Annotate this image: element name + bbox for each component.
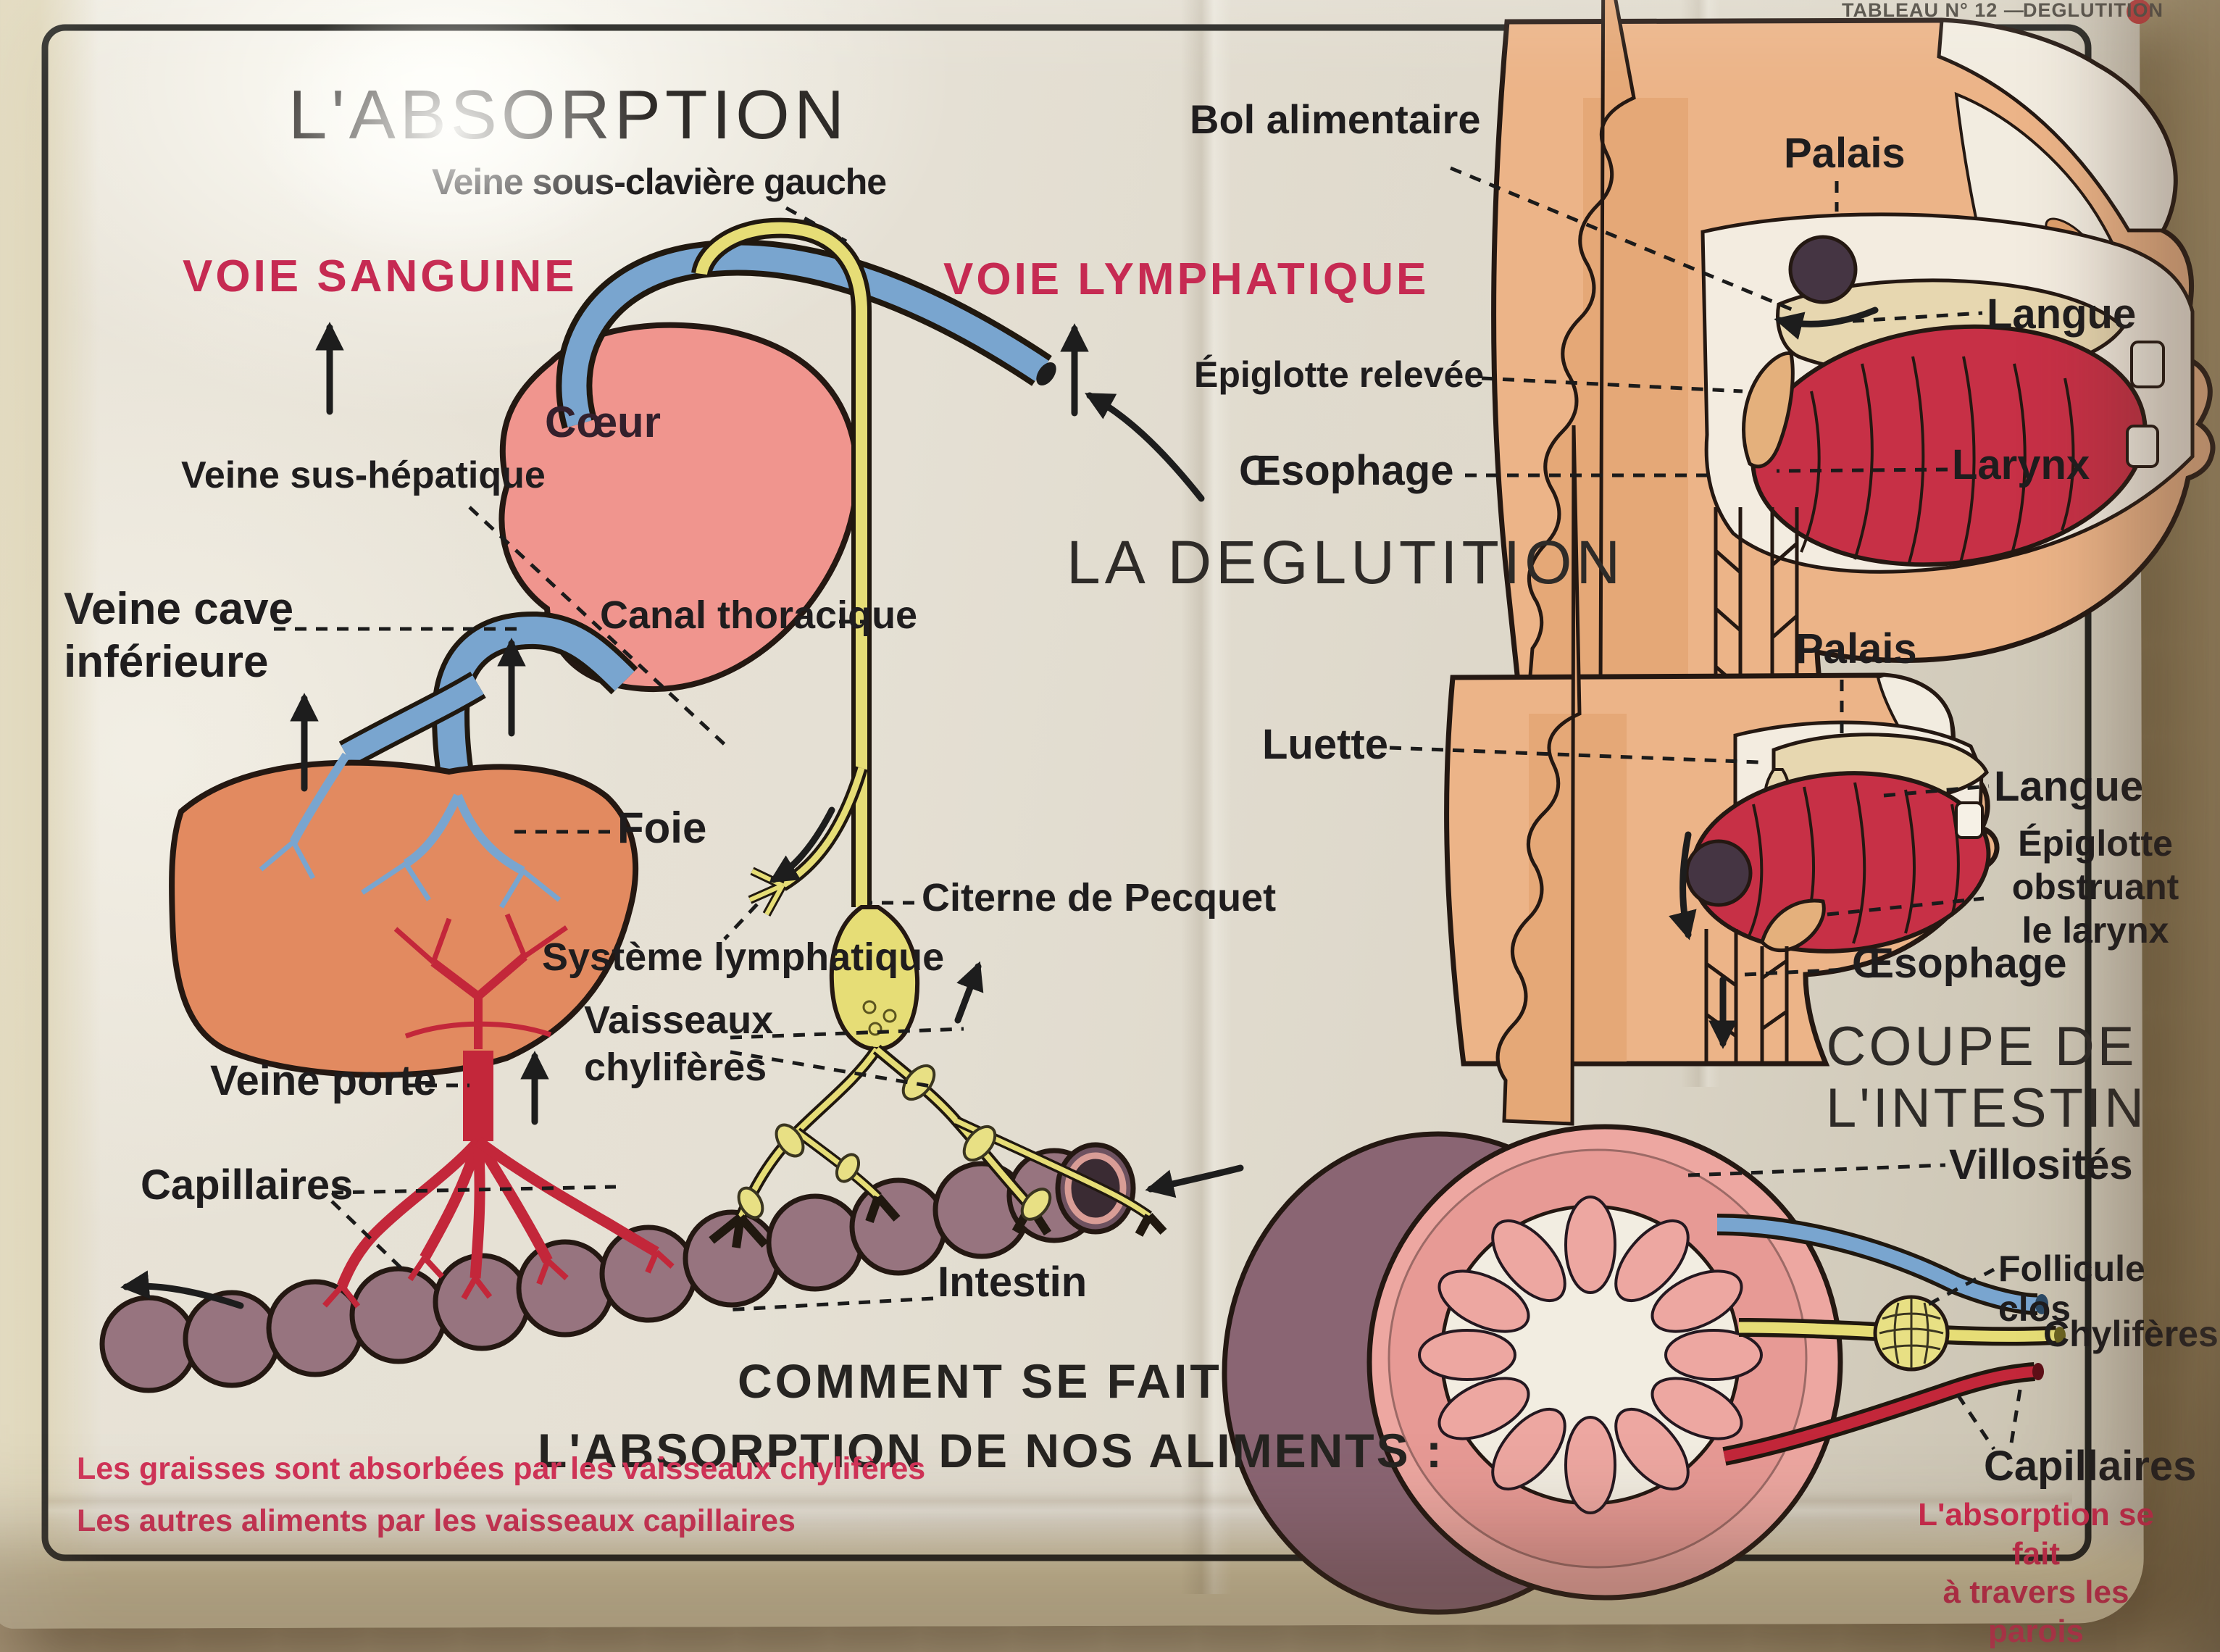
label-langue-2: Langue <box>1994 763 2144 810</box>
label-title-absorption: L'ABSORPTION <box>288 76 849 154</box>
tooth-2 <box>1955 801 1984 839</box>
label-voie-sanguine: VOIE SANGUINE <box>183 251 577 301</box>
label-larynx-1: Larynx <box>1952 441 2090 488</box>
label-red-left-1: Les graisses sont absorbées par les vais… <box>77 1451 926 1486</box>
head-1-cranium <box>1937 18 2177 233</box>
epiglottis-raised <box>1742 351 1795 469</box>
label-oesophage-2: Œsophage <box>1852 940 2067 987</box>
liver <box>169 752 639 1078</box>
label-veine-sous-claviere: Veine sous-clavière gauche <box>432 162 887 202</box>
label-veine-sus-hepatique: Veine sus-hépatique <box>181 454 546 496</box>
label-oesophage-1: Œsophage <box>1239 447 1454 494</box>
label-palais-1: Palais <box>1784 130 1906 177</box>
label-capillaires-right: Capillaires <box>1984 1443 2197 1490</box>
label-palais-2: Palais <box>1795 625 1917 672</box>
label-luette: Luette <box>1262 721 1388 768</box>
tooth-lower <box>2126 425 2159 468</box>
label-header-tableau: TABLEAU N° 12 — <box>1842 0 2024 21</box>
intestine-cross-section <box>1222 1124 2066 1615</box>
label-epiglotte-2: Épiglotte obstruant le larynx <box>2011 823 2179 951</box>
tooth-upper <box>2130 341 2165 388</box>
label-red-left-2: Les autres aliments par les vaisseaux ca… <box>77 1503 796 1538</box>
follicle-mesh <box>1879 1298 1944 1368</box>
label-foie: Foie <box>617 804 707 852</box>
intestine-tube <box>99 1142 1136 1393</box>
leader-lines <box>274 166 2022 1451</box>
label-capillaires-left: Capillaires <box>141 1161 354 1209</box>
label-bol-alimentaire: Bol alimentaire <box>1190 96 1481 142</box>
portal-vein-capillaries <box>322 1051 675 1309</box>
poster-frame <box>41 24 2092 1561</box>
label-systeme-lymphatique: Système lymphatique <box>542 935 945 979</box>
label-header-deglutition: DEGLUTITION <box>2023 0 2163 21</box>
label-la-deglutition: LA DEGLUTITION <box>1067 528 1625 596</box>
flow-arrows <box>120 306 1879 1309</box>
label-citerne: Citerne de Pecquet <box>922 876 1277 919</box>
label-red-right: L'absorption se fait à travers les paroi… <box>1918 1497 2154 1650</box>
food-bolus-2 <box>1685 839 1753 907</box>
label-follicule-clos: Follicule clos <box>1998 1248 2145 1329</box>
label-langue-1: Langue <box>1987 291 2137 338</box>
label-epiglotte-relevee: Épiglotte relevée <box>1194 354 1485 395</box>
label-comment-1: COMMENT SE FAIT <box>738 1354 1222 1408</box>
label-veine-porte: Veine porte <box>210 1057 437 1104</box>
label-coeur: Cœur <box>545 398 661 446</box>
epiglottis-lowered <box>1760 898 1826 953</box>
tongue-ridges-2 <box>1748 782 1960 944</box>
label-vaisseaux-chyliferes: Vaisseaux chylifères <box>584 998 774 1089</box>
label-villosites: Villosités <box>1949 1141 2133 1188</box>
villi-ring <box>1418 1196 1763 1514</box>
head-1-tongue <box>1750 324 2148 567</box>
label-chyliferes: Chylifères <box>2043 1314 2219 1354</box>
label-canal-thoracique: Canal thoracique <box>600 593 918 637</box>
absorption-diagram <box>99 217 1167 1393</box>
label-veine-cave: Veine cave inférieure <box>64 584 294 688</box>
label-intestin: Intestin <box>938 1259 1088 1306</box>
head-2-spine <box>1495 425 1582 1126</box>
head-1-spine <box>1527 0 1636 691</box>
red-dot-badge <box>2127 0 2151 24</box>
label-voie-lymphatique: VOIE LYMPHATIQUE <box>943 254 1430 304</box>
food-bolus-1 <box>1788 235 1858 304</box>
label-comment-2: L'ABSORPTION DE NOS ALIMENTS : <box>538 1424 1444 1477</box>
label-coupe-title: COUPE DE L'INTESTIN <box>1826 1016 2148 1140</box>
